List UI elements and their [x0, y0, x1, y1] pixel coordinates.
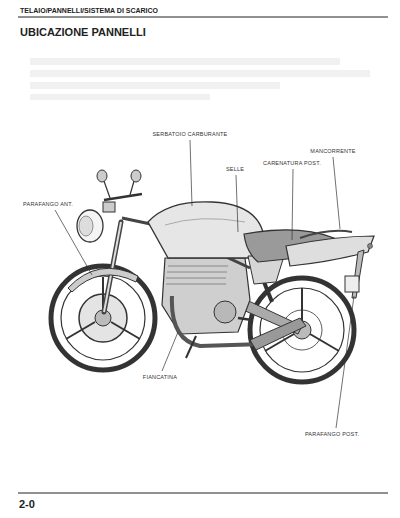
part-label: MANCORRENTE	[310, 148, 355, 154]
page-number: 2-0	[19, 498, 35, 510]
part-label: SERBATOIO CARBURANTE	[152, 131, 227, 137]
section-header: TELAIO/PANNELLI/SISTEMA DI SCARICO	[20, 7, 158, 15]
part-label: FIANCATINA	[143, 374, 177, 380]
part-label: PARAFANGO ANT.	[23, 201, 73, 207]
page-title: UBICAZIONE PANNELLI	[20, 26, 146, 38]
part-label: SELLE	[226, 166, 244, 172]
part-label: PARAFANGO POST.	[305, 431, 359, 437]
part-label: CARENATURA POST.	[263, 160, 321, 166]
